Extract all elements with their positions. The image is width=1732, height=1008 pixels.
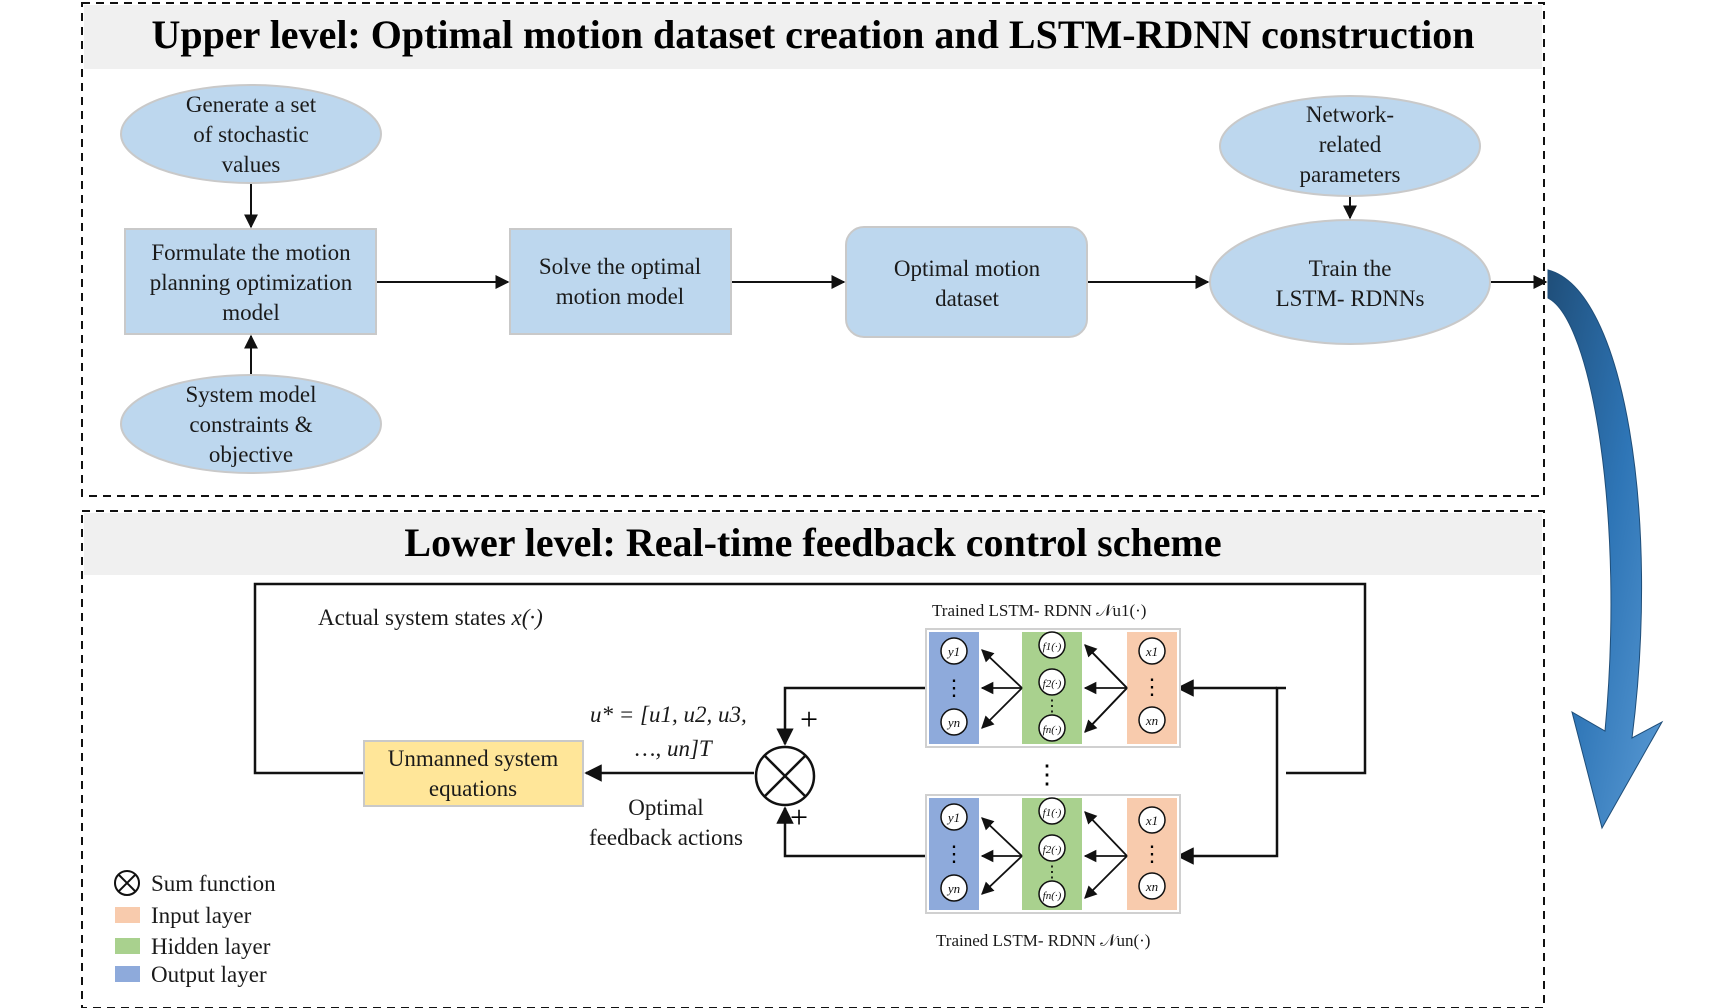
- node-x1-top-label: x1: [1145, 644, 1158, 659]
- upper-arrows: [244, 184, 1548, 374]
- node-yn-top-label: yn: [946, 715, 960, 730]
- node-f1-bottom-label: f1(·): [1043, 807, 1062, 819]
- sum-function-node: [754, 745, 816, 807]
- upper-panel: Upper level: Optimal motion dataset crea…: [81, 2, 1548, 497]
- train-lstm-ellipse: Train the LSTM- RDNNs: [1209, 219, 1491, 345]
- unmanned-line-2: equations: [429, 776, 517, 801]
- node-y1-top: [940, 637, 968, 665]
- solve-line-2: motion model: [556, 284, 684, 309]
- node-fn-top: [1038, 714, 1066, 742]
- legend-input-label: Input layer: [151, 903, 252, 928]
- legend-output-label: Output layer: [151, 962, 267, 987]
- node-yn-bottom: [940, 874, 968, 902]
- formulate-model-box: Formulate the motion planning optimizati…: [124, 228, 377, 335]
- node-x1-bottom-label: x1: [1145, 813, 1158, 828]
- node-f1-top: [1038, 631, 1066, 659]
- node-f2-top-label: f2(·): [1043, 678, 1062, 690]
- node-fn-bottom-label: fn(·): [1043, 890, 1062, 902]
- actual-states-label: Actual system states x(·): [318, 605, 543, 630]
- stochastic-line-2: of stochastic: [193, 122, 309, 147]
- formulate-line-2: planning optimization: [150, 270, 353, 295]
- node-yn-top: [940, 708, 968, 736]
- vdots-between-networks: ⋮: [1034, 760, 1060, 789]
- u-star-line-1: u* = [u1, u2, u3,: [590, 702, 747, 727]
- node-y1-bottom: [940, 803, 968, 831]
- upper-title: Upper level: Optimal motion dataset crea…: [152, 12, 1475, 57]
- node-f2-bottom: [1038, 834, 1066, 862]
- node-f2-top: [1038, 668, 1066, 696]
- node-x1-bottom: [1138, 806, 1166, 834]
- legend-input-swatch: [115, 907, 140, 923]
- stochastic-line-1: Generate a set: [186, 92, 317, 117]
- network-params-line-2: related: [1319, 132, 1382, 157]
- stochastic-line-3: values: [222, 152, 281, 177]
- trained-rdnn-bottom-label: Trained LSTM- RDNN 𝒩un(·): [936, 931, 1150, 950]
- unmanned-line-1: Unmanned system: [388, 746, 559, 771]
- system-model-line-1: System model: [186, 382, 317, 407]
- node-fn-top-label: fn(·): [1043, 724, 1062, 736]
- big-curved-arrow: [1547, 269, 1664, 830]
- optimal-feedback-line-1: Optimal: [628, 795, 703, 820]
- feedback-loop: [253, 582, 1367, 865]
- lstm-rdnn-bottom: y1 yn f1(·) f2(·) fn(·) x1 xn ⋮ ⋮ ⋮: [925, 794, 1181, 914]
- node-y1-bottom-label: y1: [946, 810, 960, 825]
- network-parameters-ellipse: Network- related parameters: [1219, 95, 1481, 197]
- lstm-rdnn-top: y1 yn f1(·) f2(·) fn(·) x1 xn ⋮ ⋮ ⋮: [925, 628, 1181, 748]
- node-f1-top-label: f1(·): [1043, 641, 1062, 653]
- node-xn-bottom: [1138, 872, 1166, 900]
- vdots-input-bottom: ⋮: [1141, 841, 1163, 866]
- stochastic-values-ellipse: Generate a set of stochastic values: [120, 84, 382, 184]
- vdots-output-top: ⋮: [943, 675, 965, 700]
- legend: Sum function Input layer Hidden layer Ou…: [114, 870, 276, 987]
- node-xn-bottom-label: xn: [1145, 879, 1158, 894]
- legend-output-swatch: [115, 966, 140, 982]
- lower-title: Lower level: Real-time feedback control …: [404, 520, 1221, 565]
- legend-hidden-swatch: [115, 938, 140, 954]
- system-model-line-2: constraints &: [189, 412, 312, 437]
- dataset-line-1: Optimal motion: [894, 256, 1041, 281]
- optimal-dataset-box: Optimal motion dataset: [845, 226, 1088, 338]
- plus-bottom: +: [790, 799, 808, 835]
- node-yn-bottom-label: yn: [946, 881, 960, 896]
- node-f2-bottom-label: f2(·): [1043, 844, 1062, 856]
- node-f1-bottom: [1038, 797, 1066, 825]
- system-model-ellipse: System model constraints & objective: [120, 374, 382, 474]
- system-model-line-3: objective: [209, 442, 293, 467]
- vdots-output-bottom: ⋮: [943, 841, 965, 866]
- legend-sum-icon: [114, 870, 140, 896]
- dataset-line-2: dataset: [935, 286, 999, 311]
- solve-line-1: Solve the optimal: [539, 254, 701, 279]
- legend-sum-label: Sum function: [151, 871, 276, 896]
- train-line-1: Train the: [1309, 256, 1392, 281]
- legend-hidden-label: Hidden layer: [151, 934, 271, 959]
- network-params-line-3: parameters: [1300, 162, 1401, 187]
- lower-panel: Lower level: Real-time feedback control …: [81, 510, 1545, 1008]
- unmanned-system-box: Unmanned system equations: [363, 740, 584, 807]
- node-y1-top-label: y1: [946, 644, 960, 659]
- node-fn-bottom: [1038, 880, 1066, 908]
- formulate-line-3: model: [222, 300, 280, 325]
- vdots-input-top: ⋮: [1141, 674, 1163, 699]
- node-xn-top: [1138, 706, 1166, 734]
- node-x1-top: [1138, 637, 1166, 665]
- optimal-feedback-line-2: feedback actions: [589, 825, 743, 850]
- vdots-hidden-bottom: ⋮: [1044, 864, 1060, 881]
- vdots-hidden-top: ⋮: [1044, 698, 1060, 715]
- formulate-line-1: Formulate the motion: [151, 240, 351, 265]
- solve-model-box: Solve the optimal motion model: [509, 228, 732, 335]
- network-params-line-1: Network-: [1306, 102, 1394, 127]
- u-star-line-2: …, un]T: [635, 736, 714, 761]
- plus-top: +: [800, 701, 818, 737]
- node-xn-top-label: xn: [1145, 713, 1158, 728]
- train-line-2: LSTM- RDNNs: [1276, 286, 1425, 311]
- trained-rdnn-top-label: Trained LSTM- RDNN 𝒩u1(·): [932, 601, 1146, 620]
